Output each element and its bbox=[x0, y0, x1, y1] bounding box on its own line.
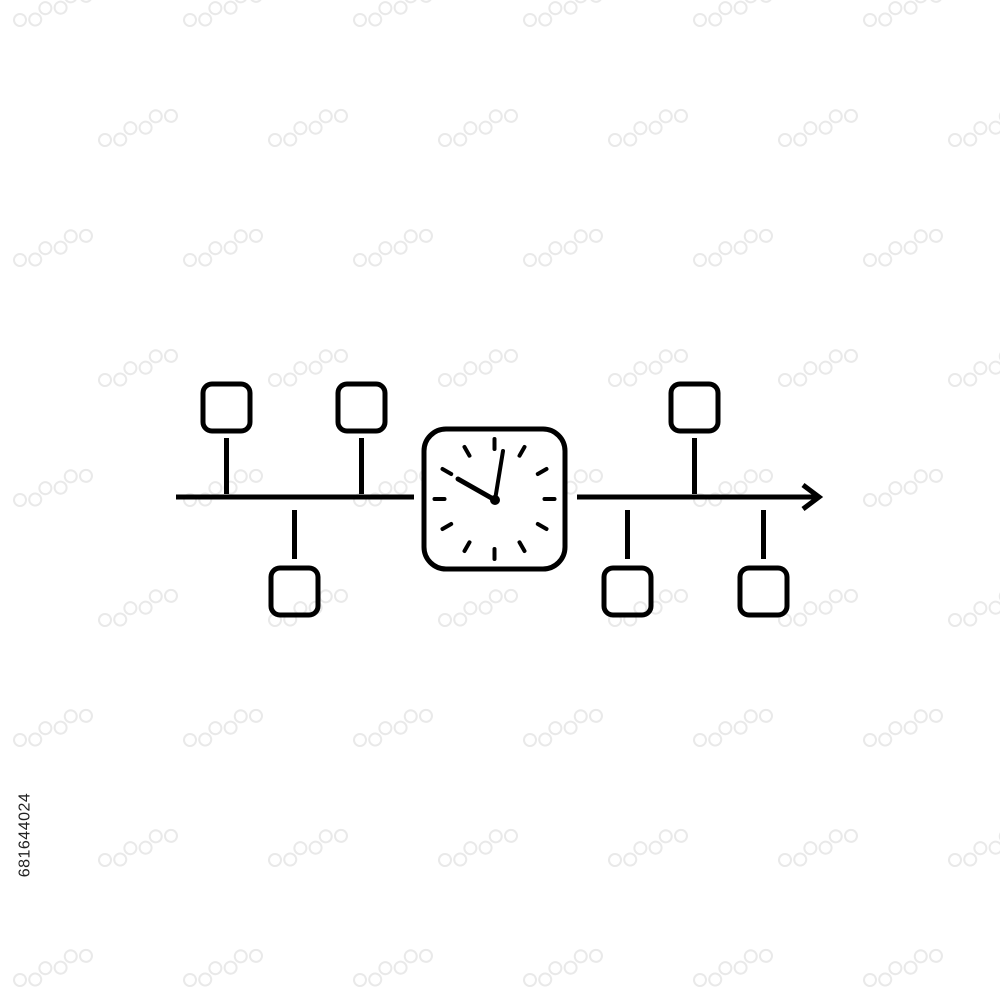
milestone-above-2 bbox=[335, 381, 388, 494]
clock-center-pin bbox=[490, 495, 500, 505]
clock-tick-mark bbox=[535, 467, 549, 476]
clock-tick-mark bbox=[440, 467, 454, 476]
milestone-box bbox=[268, 565, 321, 618]
milestone-below-2 bbox=[601, 510, 654, 618]
milestone-box bbox=[668, 381, 721, 434]
milestone-above-3 bbox=[668, 381, 721, 494]
stock-id-label: 681644024 bbox=[10, 760, 40, 910]
clock-ticks bbox=[432, 437, 557, 561]
arrow-head-icon bbox=[801, 483, 824, 511]
milestone-box bbox=[200, 381, 253, 434]
clock-tick-mark bbox=[462, 445, 472, 458]
clock-icon bbox=[421, 426, 568, 572]
clock-tick-mark bbox=[517, 540, 527, 553]
milestone-below-1 bbox=[268, 510, 321, 618]
milestone-above-1 bbox=[200, 381, 253, 494]
milestone-box bbox=[335, 381, 388, 434]
clock-tick-mark bbox=[535, 522, 549, 531]
stock-id-text: 681644024 bbox=[16, 792, 33, 878]
milestone-box bbox=[737, 565, 790, 618]
clock-tick-mark bbox=[440, 522, 454, 531]
milestone-below-3 bbox=[737, 510, 790, 618]
clock-hour-hand bbox=[455, 476, 498, 503]
milestone-box bbox=[601, 565, 654, 618]
clock-tick-mark bbox=[517, 445, 527, 458]
clock-tick-mark bbox=[462, 540, 472, 553]
clock-minute-hand bbox=[493, 449, 505, 502]
